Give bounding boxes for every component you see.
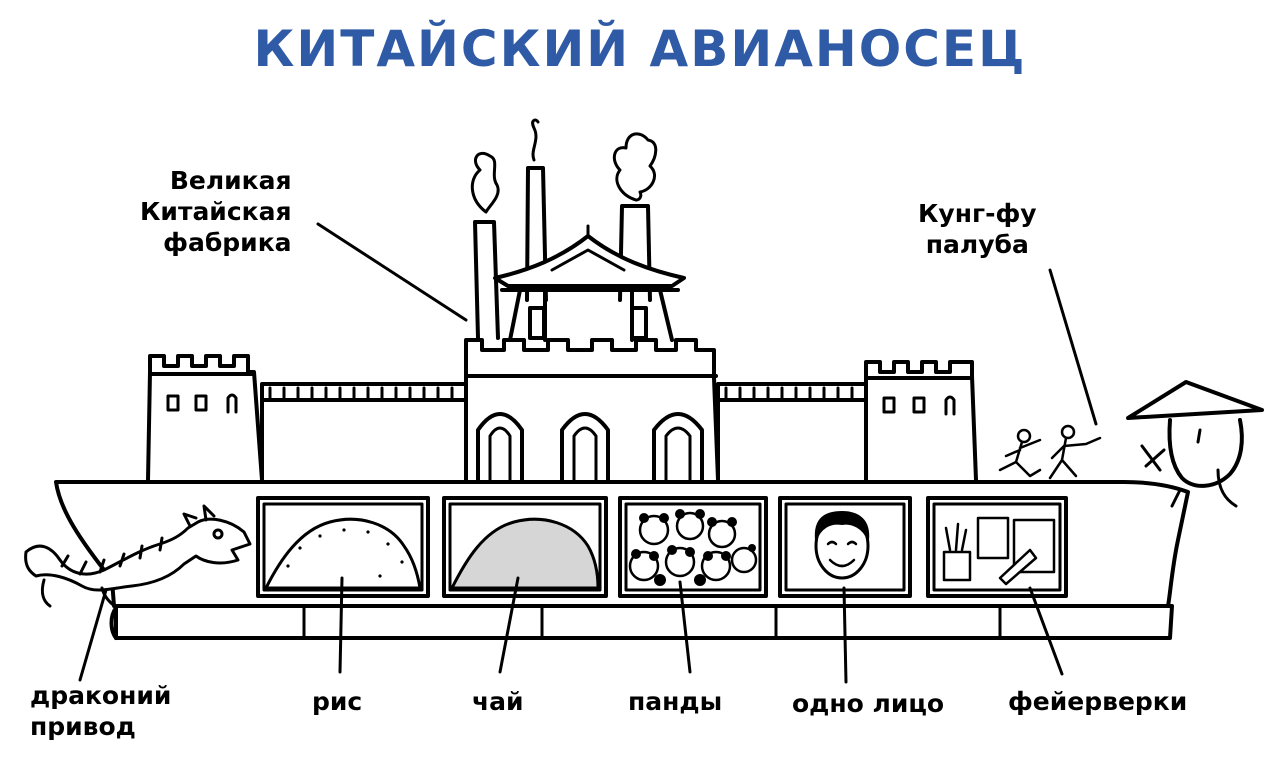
label-factory-line1: Великая — [169, 166, 292, 195]
face-icon — [778, 496, 912, 598]
label-kungfu-deck: Кунг-фу палуба — [918, 198, 1037, 260]
page-title: КИТАЙСКИЙ АВИАНОСЕЦ — [253, 20, 1027, 78]
factory-leader — [316, 222, 468, 322]
kungfu-leader — [1048, 268, 1098, 426]
label-kungfu-line1: Кунг-фу — [918, 199, 1037, 228]
dragon-leader — [78, 588, 108, 682]
great-wall-icon — [146, 338, 978, 482]
label-factory: Великая Китайская фабрика — [140, 165, 292, 258]
label-factory-line2: Китайская — [140, 197, 292, 226]
label-factory-line3: фабрика — [163, 228, 292, 257]
pagoda-icon — [493, 224, 686, 342]
kung-fu-fighters-icon — [998, 424, 1102, 480]
fireworks-leader — [1028, 586, 1064, 676]
leader-lines — [78, 222, 1098, 684]
label-kungfu-line2: палуба — [925, 230, 1029, 259]
dragon-icon — [24, 504, 252, 608]
label-dragon-line1: драконий — [30, 681, 172, 710]
tea-pile-icon — [442, 496, 608, 598]
face-leader — [842, 586, 848, 684]
fireworks-icon — [926, 496, 1068, 598]
rice-leader — [338, 576, 344, 674]
pandas-leader — [678, 580, 692, 674]
label-dragon-drive: драконий привод — [30, 680, 171, 742]
label-dragon-line2: привод — [30, 712, 136, 741]
label-pandas: панды — [628, 687, 723, 716]
label-tea: чай — [472, 687, 524, 716]
label-fireworks: фейерверки — [1008, 687, 1188, 716]
pandas-icon — [618, 496, 768, 598]
tea-leader — [498, 576, 520, 674]
smokestack-icon — [470, 118, 658, 340]
chinese-man-figurehead-icon — [1126, 380, 1264, 508]
label-rice: рис — [312, 687, 363, 716]
label-one-face: одно лицо — [792, 689, 945, 718]
